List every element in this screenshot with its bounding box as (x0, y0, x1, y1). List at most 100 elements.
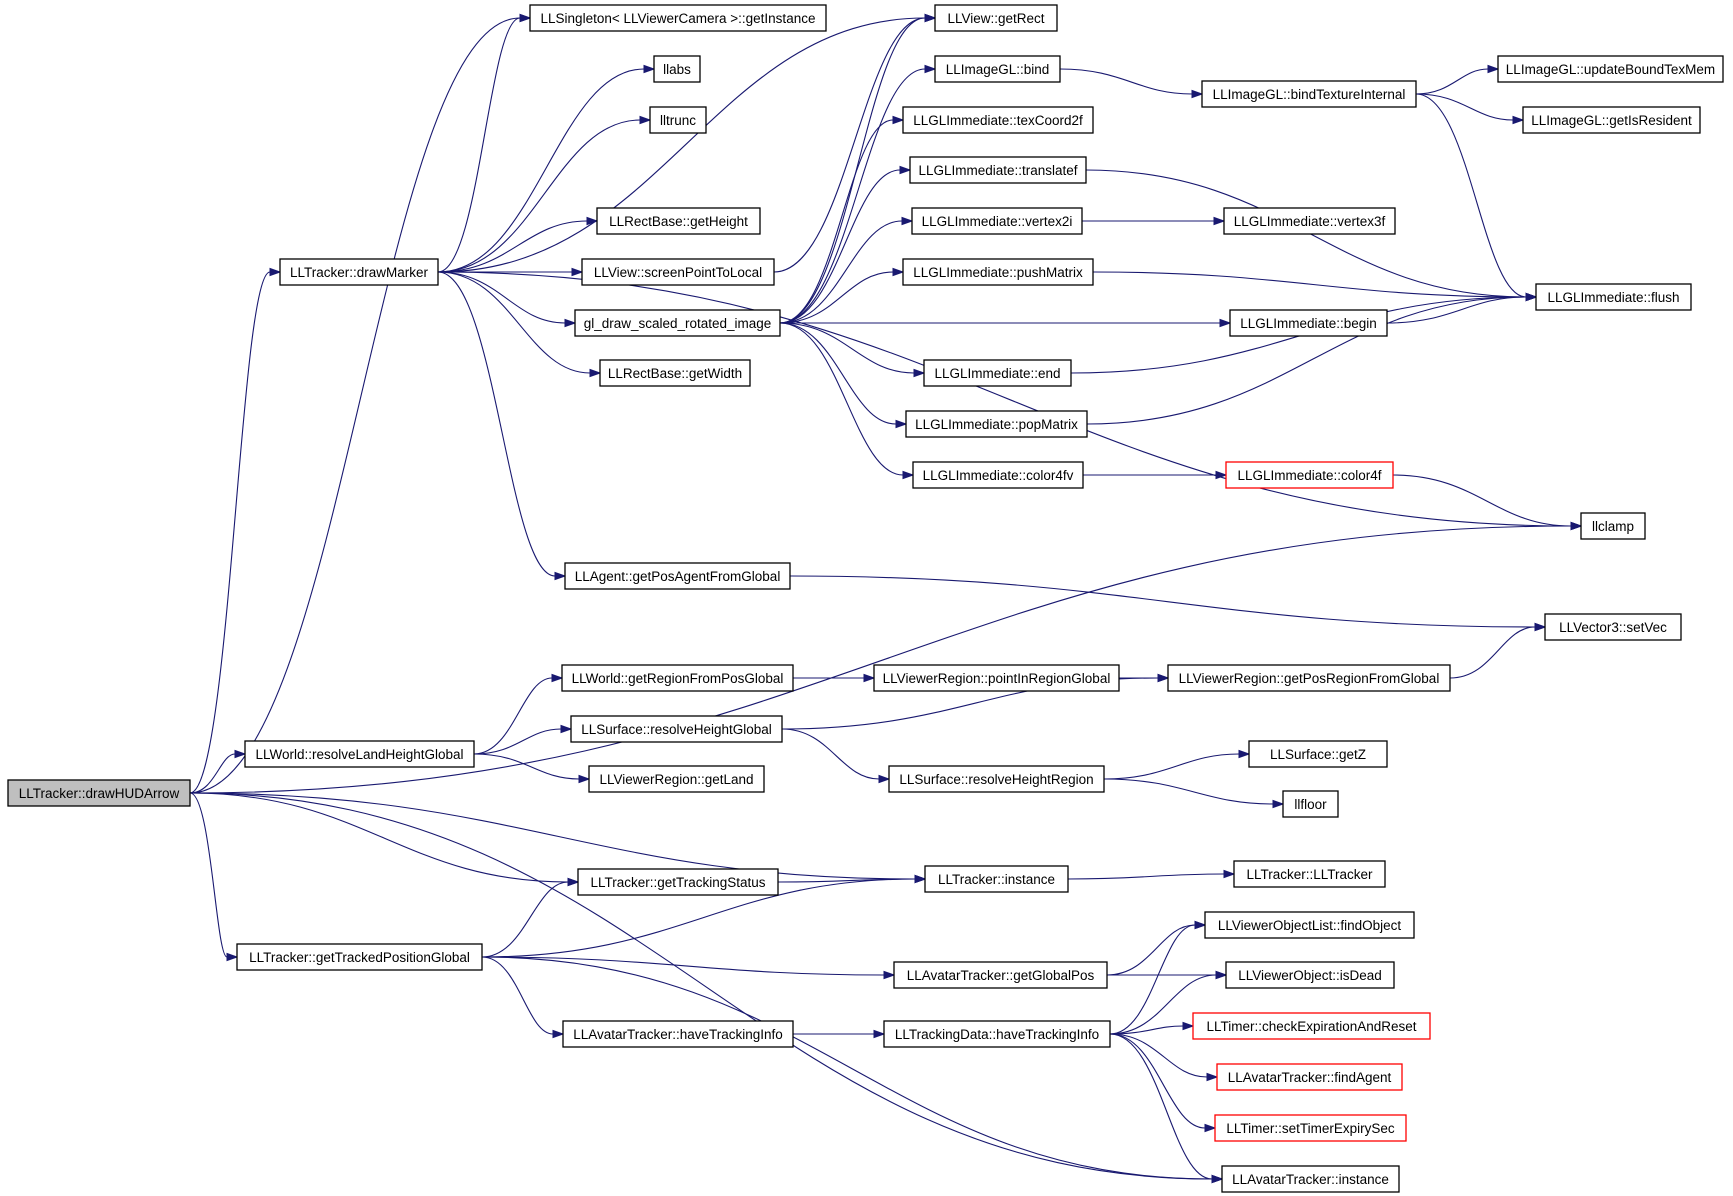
node-rectGetHeight[interactable]: LLRectBase::getHeight (596, 207, 761, 235)
node-llabs[interactable]: llabs (653, 55, 701, 83)
node-box[interactable] (912, 461, 1084, 489)
node-box[interactable] (1201, 80, 1417, 108)
node-getLand[interactable]: LLViewerRegion::getLand (588, 765, 765, 793)
node-llclamp[interactable]: llclamp (1580, 512, 1646, 540)
node-getRegionFromPos[interactable]: LLWorld::getRegionFromPosGlobal (561, 664, 794, 692)
node-updateBoundTexMem[interactable]: LLImageGL::updateBoundTexMem (1497, 55, 1724, 83)
node-box[interactable] (1248, 740, 1388, 768)
node-bindTexInternal[interactable]: LLImageGL::bindTextureInternal (1201, 80, 1417, 108)
node-pushMatrix[interactable]: LLGLImmediate::pushMatrix (902, 258, 1094, 286)
node-getPosAgent[interactable]: LLAgent::getPosAgentFromGlobal (564, 562, 791, 590)
node-box[interactable] (1221, 1165, 1400, 1193)
node-box[interactable] (279, 258, 439, 286)
node-box[interactable] (1580, 512, 1646, 540)
node-box[interactable] (883, 1020, 1111, 1048)
node-box[interactable] (1522, 106, 1701, 134)
node-rectGetWidth[interactable]: LLRectBase::getWidth (599, 359, 751, 387)
node-resolveLandHeight[interactable]: LLWorld::resolveLandHeightGlobal (244, 740, 475, 768)
node-texCoord2f[interactable]: LLGLImmediate::texCoord2f (902, 106, 1094, 134)
node-glEnd[interactable]: LLGLImmediate::end (923, 359, 1072, 387)
node-drawMarker[interactable]: LLTracker::drawMarker (279, 258, 439, 286)
node-getPosRegion[interactable]: LLViewerRegion::getPosRegionFromGlobal (1167, 664, 1451, 692)
node-lltrunc[interactable]: lltrunc (649, 106, 707, 134)
node-box[interactable] (244, 740, 475, 768)
node-box[interactable] (934, 4, 1058, 32)
node-translatef[interactable]: LLGLImmediate::translatef (909, 156, 1087, 184)
node-trackingDataHave[interactable]: LLTrackingData::haveTrackingInfo (883, 1020, 1111, 1048)
node-box[interactable] (562, 1020, 794, 1048)
node-box[interactable] (599, 359, 751, 387)
node-avatarGetGlobalPos[interactable]: LLAvatarTracker::getGlobalPos (893, 961, 1108, 989)
node-box[interactable] (1282, 790, 1339, 818)
node-box[interactable] (1223, 207, 1396, 235)
node-box[interactable] (653, 55, 701, 83)
node-box[interactable] (1497, 55, 1724, 83)
node-surfResolveHeightGlobal[interactable]: LLSurface::resolveHeightGlobal (570, 715, 783, 743)
node-pointInRegion[interactable]: LLViewerRegion::pointInRegionGlobal (873, 664, 1120, 692)
node-box[interactable] (909, 156, 1087, 184)
node-box[interactable] (588, 765, 765, 793)
node-box[interactable] (923, 359, 1072, 387)
node-box[interactable] (902, 258, 1094, 286)
node-box[interactable] (934, 55, 1061, 83)
node-viewGetRect[interactable]: LLView::getRect (934, 4, 1058, 32)
node-box[interactable] (1204, 911, 1415, 939)
node-findObject[interactable]: LLViewerObjectList::findObject (1204, 911, 1415, 939)
node-box[interactable] (1225, 961, 1395, 989)
node-imgBind[interactable]: LLImageGL::bind (934, 55, 1061, 83)
node-box[interactable] (574, 309, 781, 337)
node-box[interactable] (1544, 613, 1682, 641)
node-box[interactable] (1233, 860, 1386, 888)
node-trackerCtor[interactable]: LLTracker::LLTracker (1233, 860, 1386, 888)
node-box[interactable] (1229, 309, 1388, 337)
node-box[interactable] (873, 664, 1120, 692)
node-trackerInstance[interactable]: LLTracker::instance (924, 865, 1069, 893)
node-screenPointToLocal[interactable]: LLView::screenPointToLocal (581, 258, 775, 286)
node-drawHUDArrow[interactable]: LLTracker::drawHUDArrow (7, 779, 191, 807)
node-getTrackedPos[interactable]: LLTracker::getTrackedPositionGlobal (236, 943, 483, 971)
node-box[interactable] (564, 562, 791, 590)
node-box[interactable] (577, 868, 779, 896)
node-box[interactable] (893, 961, 1108, 989)
node-box[interactable] (888, 765, 1105, 793)
node-box[interactable] (649, 106, 707, 134)
node-glFlush[interactable]: LLGLImmediate::flush (1535, 283, 1692, 311)
node-vertex3f[interactable]: LLGLImmediate::vertex3f (1223, 207, 1396, 235)
node-getTrackingStatus[interactable]: LLTracker::getTrackingStatus (577, 868, 779, 896)
node-box[interactable] (570, 715, 783, 743)
node-vertex2i[interactable]: LLGLImmediate::vertex2i (911, 207, 1083, 235)
node-box[interactable] (1167, 664, 1451, 692)
node-box[interactable] (7, 779, 191, 807)
node-glDraw[interactable]: gl_draw_scaled_rotated_image (574, 309, 781, 337)
node-box[interactable] (529, 4, 827, 32)
node-glBegin[interactable]: LLGLImmediate::begin (1229, 309, 1388, 337)
node-setTimerExpiry[interactable]: LLTimer::setTimerExpirySec (1214, 1114, 1407, 1142)
node-box[interactable] (911, 207, 1083, 235)
node-box[interactable] (236, 943, 483, 971)
node-box[interactable] (1214, 1114, 1407, 1142)
node-singletonCamera[interactable]: LLSingleton< LLViewerCamera >::getInstan… (529, 4, 827, 32)
node-llfloor[interactable]: llfloor (1282, 790, 1339, 818)
node-box[interactable] (561, 664, 794, 692)
node-findAgent[interactable]: LLAvatarTracker::findAgent (1216, 1063, 1403, 1091)
node-color4fv[interactable]: LLGLImmediate::color4fv (912, 461, 1084, 489)
node-checkExpiration[interactable]: LLTimer::checkExpirationAndReset (1192, 1012, 1431, 1040)
node-popMatrix[interactable]: LLGLImmediate::popMatrix (905, 410, 1088, 438)
node-surfGetZ[interactable]: LLSurface::getZ (1248, 740, 1388, 768)
node-box[interactable] (924, 865, 1069, 893)
node-color4f[interactable]: LLGLImmediate::color4f (1225, 461, 1394, 489)
node-box[interactable] (581, 258, 775, 286)
node-box[interactable] (1192, 1012, 1431, 1040)
node-box[interactable] (1535, 283, 1692, 311)
node-surfResolveHeightRegion[interactable]: LLSurface::resolveHeightRegion (888, 765, 1105, 793)
node-box[interactable] (905, 410, 1088, 438)
node-box[interactable] (1225, 461, 1394, 489)
node-getIsResident[interactable]: LLImageGL::getIsResident (1522, 106, 1701, 134)
node-box[interactable] (902, 106, 1094, 134)
node-box[interactable] (596, 207, 761, 235)
node-setVec[interactable]: LLVector3::setVec (1544, 613, 1682, 641)
node-box[interactable] (1216, 1063, 1403, 1091)
node-avatarHaveTracking[interactable]: LLAvatarTracker::haveTrackingInfo (562, 1020, 794, 1048)
node-isDead[interactable]: LLViewerObject::isDead (1225, 961, 1395, 989)
node-avatarInstance[interactable]: LLAvatarTracker::instance (1221, 1165, 1400, 1193)
